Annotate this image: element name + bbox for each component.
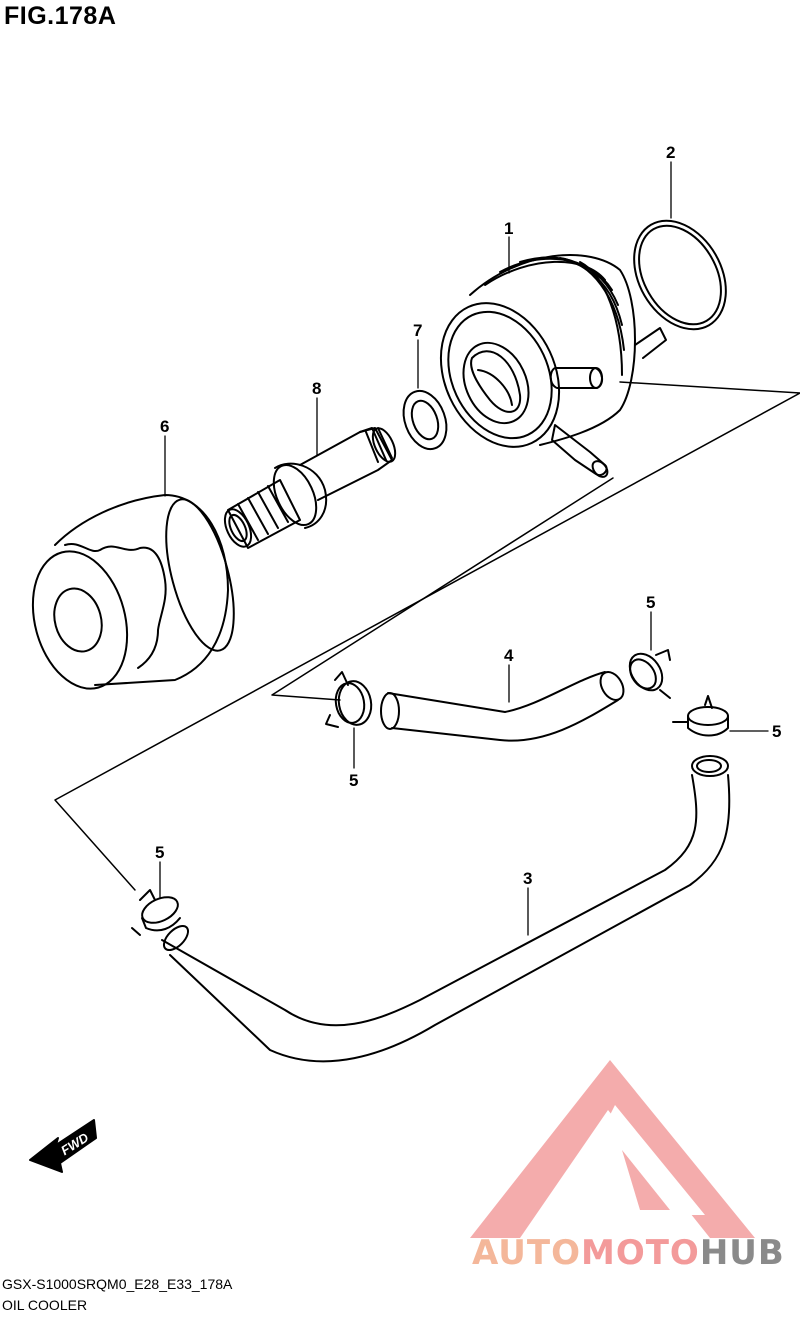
watermark-auto: AUTO [472,1233,581,1273]
fwd-arrow [29,1119,97,1173]
callout-6: 6 [160,417,169,436]
oil-cooler-part-1 [439,254,667,478]
diagram-title: OIL COOLER [2,1297,88,1313]
callout-5a: 5 [646,593,655,612]
callout-7: 7 [413,321,422,340]
clamp-part-5c [672,695,729,737]
callout-4: 4 [504,646,514,665]
callout-1: 1 [504,219,513,238]
oil-filter-part-6 [31,494,235,690]
callout-5c: 5 [772,722,781,741]
diagram-code: GSX-S1000SRQM0_E28_E33_178A [2,1276,233,1292]
callout-5b: 5 [349,771,358,790]
clamp-part-5b [628,649,671,699]
frame-outline [54,381,800,891]
watermark-hub: HUB [699,1233,785,1273]
o-ring-part-2 [633,219,727,331]
clamp-part-5d [131,889,181,936]
union-bolt-part-8 [223,427,397,549]
callout-8: 8 [312,379,321,398]
clamp-part-5a [325,671,373,728]
leader-lines [159,161,769,936]
callout-5d: 5 [155,843,164,862]
figure-title: FIG.178A [4,2,117,30]
watermark-text: AUTOMOTOHUB [472,1233,785,1273]
callout-3: 3 [523,869,532,888]
hose-part-3 [161,755,731,1063]
watermark-logo [470,1060,755,1238]
hose-part-4 [380,671,625,742]
watermark-moto: MOTO [580,1233,700,1273]
callout-2: 2 [666,143,675,162]
washer-part-7 [402,389,448,451]
